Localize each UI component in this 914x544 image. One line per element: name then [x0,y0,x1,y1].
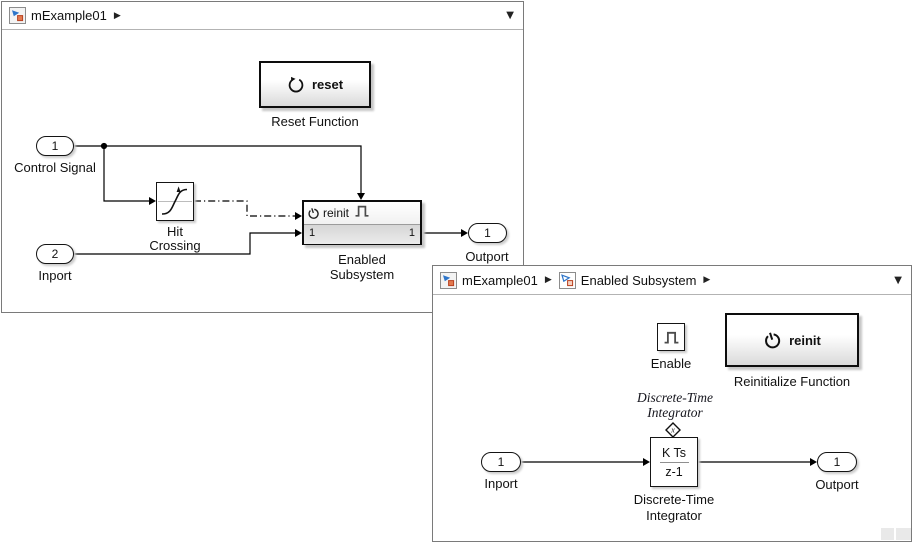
breadcrumb: mExample01 ▶ ▼ [2,2,523,30]
subsystem-port-row: 1 1 [304,224,420,244]
reset-event-icon [287,76,305,94]
subsystem-window: mExample01 ▶ Enabled Subsystem ▶ ▼ [432,265,912,542]
outport-label: Outport [815,477,859,492]
model-window: mExample01 ▶ ▼ [1,1,524,313]
outport[interactable]: 1 [468,223,507,243]
fraction-bar [659,461,689,463]
reinit-port: reinit [307,206,349,220]
breadcrumb-label[interactable]: mExample01 [31,8,107,23]
state-badge-text: x [670,426,675,435]
reset-function-block[interactable]: reset [259,61,371,108]
breadcrumb-item-model[interactable]: mExample01 [440,271,538,289]
reset-function-label: Reset Function [271,114,359,129]
arrowhead [810,458,817,466]
scrollbar-corner-button[interactable] [881,528,894,540]
hit-crossing-icon [158,186,192,215]
breadcrumb-chevron-icon: ▶ [544,275,552,285]
inport-number: 1 [497,455,505,469]
reinit-power-icon [763,331,782,350]
simulink-model-icon [9,7,26,24]
inport-control-signal-label: Control Signal [14,160,96,175]
reinit-function-text: reinit [789,332,821,348]
inport-2-label: Inport [38,268,72,283]
state-badge[interactable]: x [665,422,681,438]
arrowhead [295,212,302,220]
inport-control-signal[interactable]: 1 [36,136,74,156]
wire-control-to-enable[interactable] [74,145,362,193]
enable-block[interactable] [657,323,685,351]
enabled-subsystem-block[interactable]: reinit 1 1 [302,200,422,245]
subsystem-outport-number: 1 [408,227,415,239]
breadcrumb-chevron-icon[interactable]: ▶ [113,10,121,21]
outport-label: Outport [465,249,509,264]
outport-number: 1 [833,455,841,469]
simulink-model-icon [440,271,457,289]
reinitialize-function-block[interactable]: reinit [725,313,859,367]
reinit-power-icon [308,207,319,219]
enable-port-icon [354,204,370,222]
integrator-label-line2: Integrator [646,508,702,523]
breadcrumb-dropdown-icon[interactable]: ▼ [894,275,902,286]
outport[interactable]: 1 [817,452,857,472]
breadcrumb-dropdown-icon[interactable]: ▼ [506,10,514,21]
arrowhead [149,197,156,205]
reinit-port-label: reinit [323,206,350,220]
breadcrumb-item-subsystem[interactable]: Enabled Subsystem [558,271,697,289]
enabled-subsystem-label-line1: Enabled [338,252,386,267]
inport-label: Inport [484,476,518,491]
annotation: Discrete-Time Integrator [595,390,755,420]
breadcrumb-label[interactable]: Enabled Subsystem [580,272,697,288]
subsystem-header-row: reinit [304,202,420,224]
arrowhead [295,229,302,237]
subsystem-icon [558,271,576,289]
breadcrumb-item-model[interactable]: mExample01 [9,7,107,24]
reset-function-text: reset [311,77,344,92]
integrator-denominator: z-1 [665,464,683,479]
hit-crossing-block[interactable] [156,182,194,221]
breadcrumb-label[interactable]: mExample01 [462,272,538,288]
wire-control-to-hitcrossing[interactable] [103,146,149,202]
enable-block-label: Enable [650,356,692,371]
hit-crossing-label-line1: Hit [167,224,183,239]
annotation-line1: Discrete-Time [637,390,713,405]
enabled-subsystem-label-line2: Subsystem [329,267,395,282]
hit-crossing-label-line2: Crossing [149,238,201,253]
enabled-subsystem-label: Enabled Subsystem [302,252,422,282]
scrollbar-corner-grip[interactable] [896,528,911,540]
reinitialize-function-label: Reinitialize Function [733,374,851,389]
discrete-time-integrator-label: Discrete-Time Integrator [604,492,744,524]
integrator-fraction: K Ts z-1 [659,445,689,479]
integrator-numerator: K Ts [661,445,687,460]
inport-2[interactable]: 2 [36,244,74,264]
discrete-time-integrator-block[interactable]: K Ts z-1 [650,437,698,487]
inport-number: 2 [51,247,59,261]
annotation-line2: Integrator [647,405,703,420]
outport-number: 1 [484,226,491,240]
inport-number: 1 [51,139,59,153]
subsystem-inport-number: 1 [309,227,316,239]
arrowhead [357,193,365,200]
wire-hitcrossing-to-reinit[interactable] [194,200,295,217]
arrowhead [461,229,468,237]
inport[interactable]: 1 [481,452,521,472]
integrator-label-line1: Discrete-Time [633,492,715,507]
wire-inport2-to-subsystem[interactable] [74,232,295,255]
arrowhead [643,458,650,466]
hit-crossing-label: Hit Crossing [125,225,225,253]
pulse-icon [664,331,678,344]
breadcrumb-chevron-icon: ▶ [703,275,711,285]
breadcrumb: mExample01 ▶ Enabled Subsystem ▶ ▼ [433,266,911,295]
